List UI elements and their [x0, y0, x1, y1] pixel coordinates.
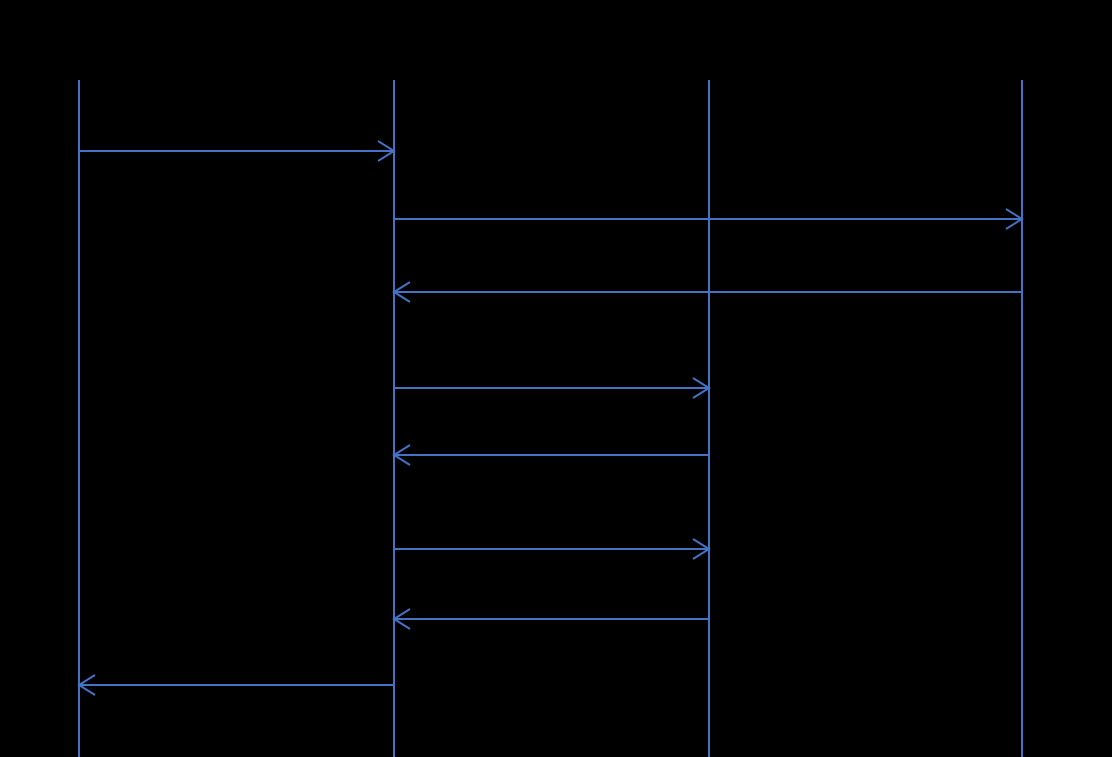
arrowhead-5-left-icon — [392, 444, 411, 466]
participants-layer — [78, 80, 1023, 757]
message-8[interactable] — [77, 674, 394, 696]
arrowhead-7-left-icon — [392, 608, 411, 630]
message-1[interactable] — [79, 140, 396, 162]
arrowhead-2-right-icon — [1005, 208, 1024, 230]
message-6[interactable] — [394, 538, 711, 560]
message-4[interactable] — [394, 377, 711, 399]
arrowhead-4-right-icon — [692, 377, 711, 399]
arrowhead-1-right-icon — [377, 140, 396, 162]
message-3[interactable] — [392, 281, 1022, 303]
message-5[interactable] — [392, 444, 709, 466]
arrowhead-8-left-icon — [77, 674, 96, 696]
message-2[interactable] — [394, 208, 1024, 230]
messages-layer — [77, 140, 1024, 696]
arrowhead-3-left-icon — [392, 281, 411, 303]
message-7[interactable] — [392, 608, 709, 630]
arrowhead-6-right-icon — [692, 538, 711, 560]
